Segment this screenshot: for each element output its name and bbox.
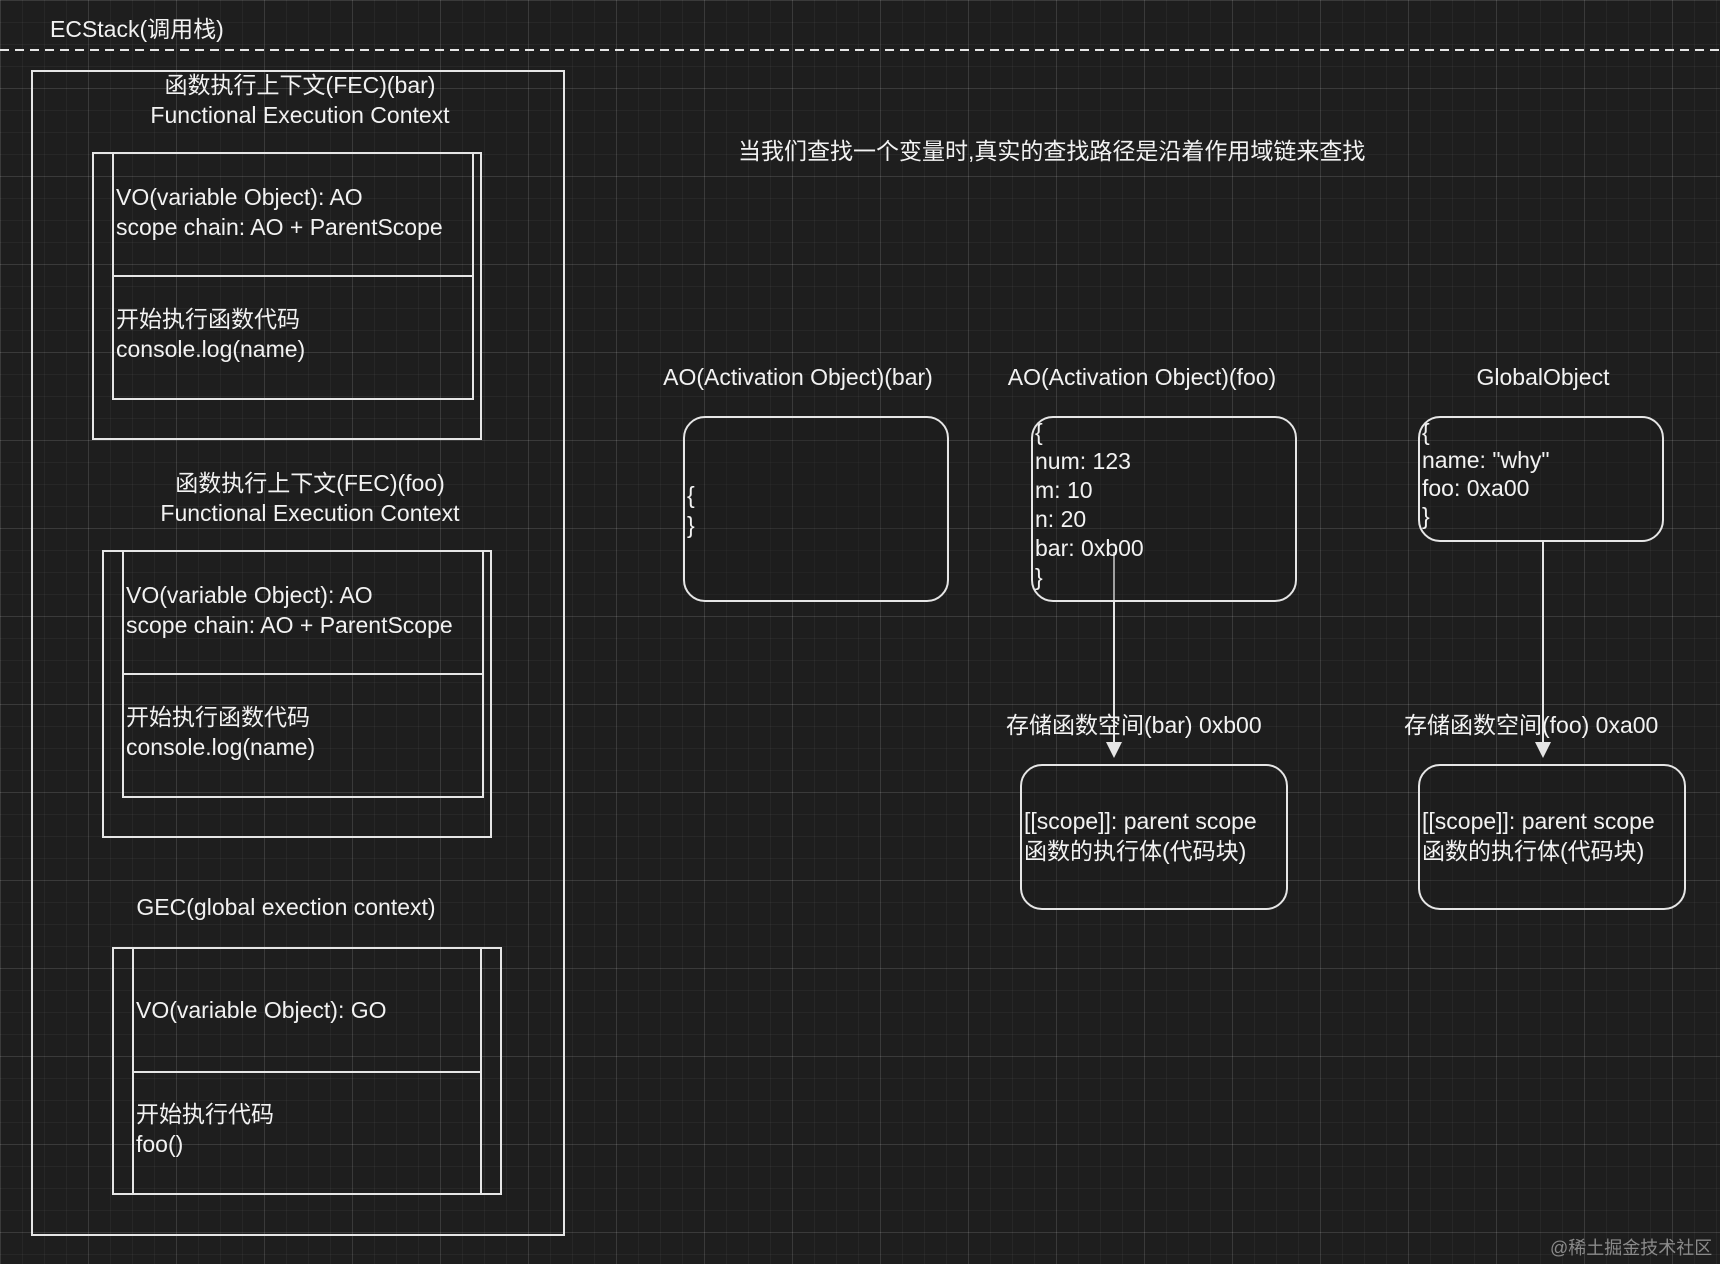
func-foo-label: 存储函数空间(foo) 0xa00 (1404, 712, 1659, 738)
func-bar-box[interactable]: [[scope]]: parent scope 函数的执行体(代码块) (1020, 764, 1288, 910)
fec-bar-vo: VO(variable Object): AO scope chain: AO … (116, 184, 443, 240)
fec-foo-vo: VO(variable Object): AO scope chain: AO … (126, 582, 453, 638)
arrowhead-func-bar (1106, 742, 1122, 758)
gec-exec: 开始执行代码 foo() (136, 1101, 274, 1157)
global-object-title: GlobalObject (1476, 364, 1610, 390)
ao-foo-content: { num: 123 m: 10 n: 20 bar: 0xb00 } (1035, 419, 1144, 590)
scope-chain-note: 当我们查找一个变量时,真实的查找路径是沿着作用域链来查找 (738, 138, 1366, 164)
arrowhead-func-foo (1535, 742, 1551, 758)
fec-foo-title: 函数执行上下文(FEC)(foo) Functional Execution C… (160, 470, 460, 526)
gec-divider (132, 1071, 482, 1073)
ao-bar-title: AO(Activation Object)(bar) (663, 364, 933, 390)
gec-title: GEC(global exection context) (136, 894, 436, 920)
watermark: @稀土掘金技术社区 (1550, 1238, 1713, 1258)
gec-vo: VO(variable Object): GO (136, 997, 387, 1023)
func-foo-box[interactable]: [[scope]]: parent scope 函数的执行体(代码块) (1418, 764, 1686, 910)
ao-bar-content: { } (687, 482, 695, 538)
gec-frame[interactable]: VO(variable Object): GO 开始执行代码 foo() (112, 947, 502, 1195)
func-foo-content: [[scope]]: parent scope 函数的执行体(代码块) (1422, 808, 1655, 864)
ao-foo-box[interactable]: { num: 123 m: 10 n: 20 bar: 0xb00 } (1031, 416, 1297, 602)
fec-foo-divider (122, 673, 484, 675)
fec-bar-title: 函数执行上下文(FEC)(bar) Functional Execution C… (150, 72, 450, 128)
fec-foo-frame[interactable]: VO(variable Object): AO scope chain: AO … (102, 550, 492, 838)
fec-bar-bottom-rule (112, 398, 474, 400)
fec-bar-divider (112, 275, 474, 277)
ao-foo-title: AO(Activation Object)(foo) (1007, 364, 1277, 390)
fec-bar-frame[interactable]: VO(variable Object): AO scope chain: AO … (92, 152, 482, 440)
global-object-content: { name: "why" foo: 0xa00 } (1422, 419, 1550, 529)
ecstack-container[interactable] (31, 70, 565, 1236)
fec-foo-exec: 开始执行函数代码 console.log(name) (126, 704, 316, 760)
func-bar-content: [[scope]]: parent scope 函数的执行体(代码块) (1024, 808, 1257, 864)
func-bar-label: 存储函数空间(bar) 0xb00 (1006, 712, 1262, 738)
fec-bar-exec: 开始执行函数代码 console.log(name) (116, 306, 306, 362)
fec-foo-bottom-rule (122, 796, 484, 798)
ecstack-title: ECStack(调用栈) (50, 16, 224, 42)
ao-bar-box[interactable]: { } (683, 416, 949, 602)
global-object-box[interactable]: { name: "why" foo: 0xa00 } (1418, 416, 1664, 542)
